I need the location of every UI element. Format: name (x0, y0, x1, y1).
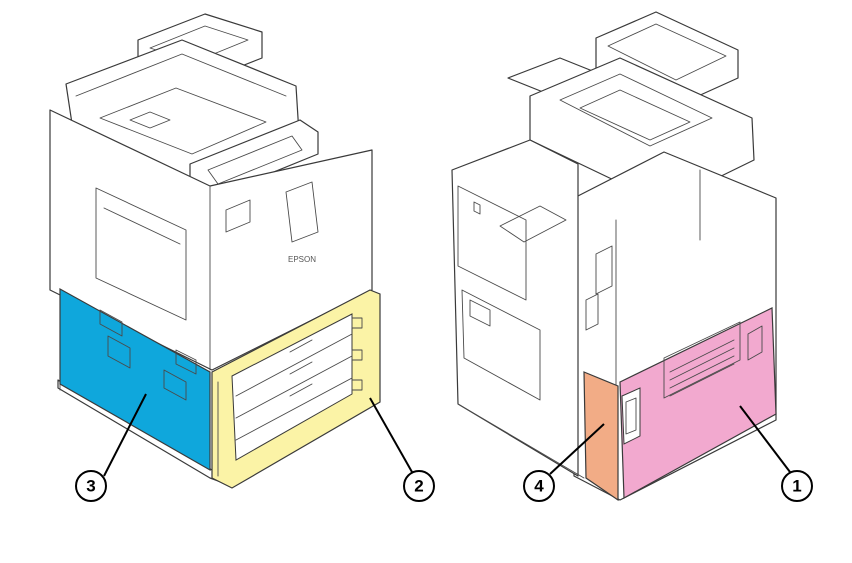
part-3-left-cover (59, 287, 211, 472)
callout-2-circle (403, 470, 435, 502)
callout-2: 2 (369, 397, 435, 502)
part-4-side-cover (583, 371, 619, 502)
callout-1-label: 1 (792, 477, 801, 496)
callout-4-circle (523, 470, 555, 502)
brand-logo: EPSON (288, 255, 316, 264)
callout-2-label: 2 (414, 477, 423, 496)
callout-3: 3 (75, 393, 147, 502)
callout-4-label: 4 (534, 477, 544, 496)
callout-4: 4 (523, 423, 605, 502)
part-2-tray-frame (211, 289, 381, 489)
callout-3-label: 3 (86, 477, 95, 496)
callout-3-circle (75, 470, 107, 502)
printer-rear-view (451, 11, 777, 501)
callout-1: 1 (739, 405, 813, 502)
callout-1-circle (781, 470, 813, 502)
printer-front-view: EPSON (49, 13, 381, 487)
part-3-handles (99, 309, 197, 401)
part-1-rear-cover (619, 307, 777, 499)
